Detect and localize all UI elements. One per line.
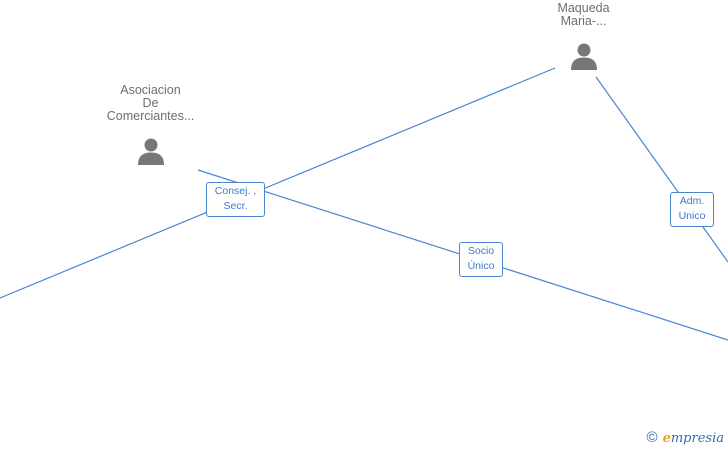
node-asociacion-label-line-2: De [142,96,159,110]
brand-name: mpresia [670,430,724,446]
edge-label-consej-secr[interactable]: Consej. , Secr. [206,182,265,217]
edge-label-line: Único [467,260,495,272]
edge-label-line: Adm. [679,195,705,207]
node-maqueda-label-line-1: Maqueda [557,1,610,15]
edge-maqueda-to-right [595,76,728,263]
node-asociacion-label-line-3: Comerciantes... [106,109,195,123]
node-maqueda[interactable]: Maqueda Maria-... [526,2,641,71]
node-maqueda-label-line-2: Maria-... [560,14,607,28]
node-asociacion[interactable]: Asociacion De Comerciantes... [93,84,208,166]
edge-label-line: Unico [678,210,706,222]
edge-maqueda-to-left [0,67,556,299]
node-asociacion-label-line-1: Asociacion [120,83,181,97]
edge-label-adm-unico[interactable]: Adm. Unico [670,192,714,227]
edge-label-line: Consej. , [214,185,257,197]
edge-label-socio-unico[interactable]: Socio Único [459,242,503,277]
edge-label-line: Socio [467,245,495,257]
brand-watermark: © empresia [647,429,724,446]
brand-logo: empresia [663,430,724,446]
edge-label-line: Secr. [223,200,248,212]
brand-initial: e [662,430,671,446]
copyright-icon: © [646,429,658,446]
person-icon [570,43,597,70]
person-icon [137,138,164,165]
